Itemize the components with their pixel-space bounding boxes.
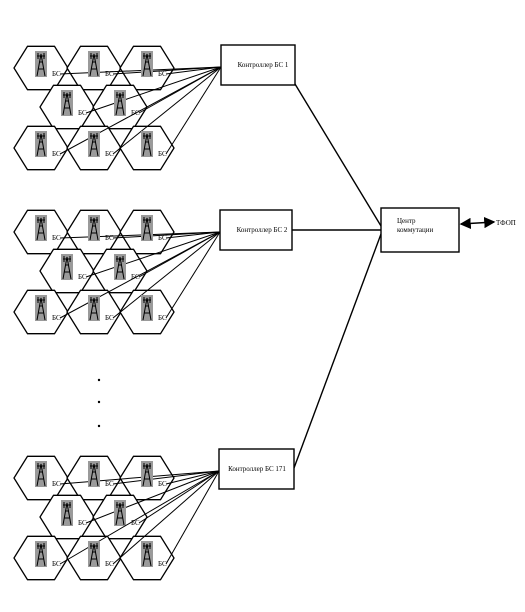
bs-link-line	[138, 470, 220, 524]
ellipsis-dot-1	[97, 378, 101, 382]
base-station-tower-icon	[141, 541, 153, 567]
bs-label: БС	[158, 480, 167, 488]
bs-label: БС	[52, 234, 61, 242]
network-label: ТФОП	[496, 219, 516, 227]
controller-label-171: Контроллер БС 171	[228, 465, 286, 473]
base-station-tower-icon	[88, 461, 100, 487]
bs-link-line	[112, 470, 220, 565]
base-station-tower-icon	[141, 51, 153, 77]
bs-link-line	[59, 470, 220, 485]
bs-link-line	[112, 231, 221, 239]
bs-label: БС	[52, 70, 61, 78]
bs-link-line	[165, 66, 222, 75]
bs-label: БС	[105, 560, 114, 568]
base-station-tower-icon	[88, 541, 100, 567]
controller-label-2: Контроллер БС 2	[237, 226, 288, 234]
ellipsis-dot-2	[97, 400, 101, 404]
bs-label: БС	[158, 150, 167, 158]
bs-link-line	[59, 66, 222, 155]
controller-box-171: Контроллер БС 171	[218, 448, 295, 490]
base-station-tower-icon	[35, 541, 47, 567]
base-station-tower-icon	[141, 215, 153, 241]
base-station-tower-icon	[35, 131, 47, 157]
bs-label: БС	[158, 234, 167, 242]
bs-link-line	[112, 66, 222, 155]
ellipsis-dot-3	[97, 424, 101, 428]
bs-label: БС	[105, 480, 114, 488]
bs-label: БС	[78, 519, 87, 527]
switching-center-line1: Центр	[397, 217, 416, 225]
bs-label: БС	[52, 480, 61, 488]
switching-center-box: Центр коммутации	[380, 207, 460, 253]
bs-link-line	[165, 231, 221, 239]
switching-center-line2: коммутации	[397, 226, 434, 234]
bs-link-line	[85, 231, 221, 278]
controller-box-1: Контроллер БС 1	[220, 44, 296, 86]
bs-label: БС	[158, 560, 167, 568]
base-station-tower-icon	[35, 215, 47, 241]
base-station-tower-icon	[114, 254, 126, 280]
base-station-tower-icon	[61, 254, 73, 280]
base-station-tower-icon	[141, 131, 153, 157]
controller-label-1: Контроллер БС 1	[238, 61, 289, 69]
bs-label: БС	[105, 150, 114, 158]
bs-link-line	[112, 231, 221, 319]
trunk-line-controller-1	[294, 83, 382, 227]
bs-link-line	[59, 66, 222, 75]
base-station-tower-icon	[35, 461, 47, 487]
controller-box-2: Контроллер БС 2	[219, 209, 293, 251]
bs-label: БС	[105, 314, 114, 322]
base-station-tower-icon	[35, 295, 47, 321]
trunk-line-controller-171	[293, 233, 382, 469]
base-station-tower-icon	[88, 51, 100, 77]
bs-link-line	[112, 66, 222, 75]
bs-label: БС	[105, 234, 114, 242]
bs-link-line	[165, 231, 221, 319]
base-station-tower-icon	[141, 461, 153, 487]
bs-link-line	[165, 470, 220, 485]
bs-label: БС	[52, 150, 61, 158]
bs-link-line	[165, 470, 220, 565]
base-station-tower-icon	[88, 295, 100, 321]
bs-label: БС	[131, 519, 140, 527]
bs-label: БС	[78, 273, 87, 281]
bs-label: БС	[158, 314, 167, 322]
bs-label: БС	[52, 314, 61, 322]
base-station-tower-icon	[35, 51, 47, 77]
bs-link-line	[85, 470, 220, 524]
bs-label: БС	[52, 560, 61, 568]
arrow-icon	[459, 217, 496, 229]
bs-cluster-171: БС БС БС БС БС БС БС БС	[13, 455, 220, 581]
bs-label: БС	[105, 70, 114, 78]
base-station-tower-icon	[114, 90, 126, 116]
bs-link-line	[85, 66, 222, 114]
base-station-tower-icon	[141, 295, 153, 321]
bs-label: БС	[158, 70, 167, 78]
bs-link-line	[59, 470, 220, 565]
base-station-tower-icon	[88, 131, 100, 157]
bs-label: БС	[78, 109, 87, 117]
base-station-tower-icon	[61, 90, 73, 116]
base-station-tower-icon	[114, 500, 126, 526]
base-station-tower-icon	[61, 500, 73, 526]
bs-link-line	[165, 66, 222, 155]
bs-link-line	[112, 470, 220, 485]
bs-link-line	[59, 231, 221, 319]
base-station-tower-icon	[88, 215, 100, 241]
